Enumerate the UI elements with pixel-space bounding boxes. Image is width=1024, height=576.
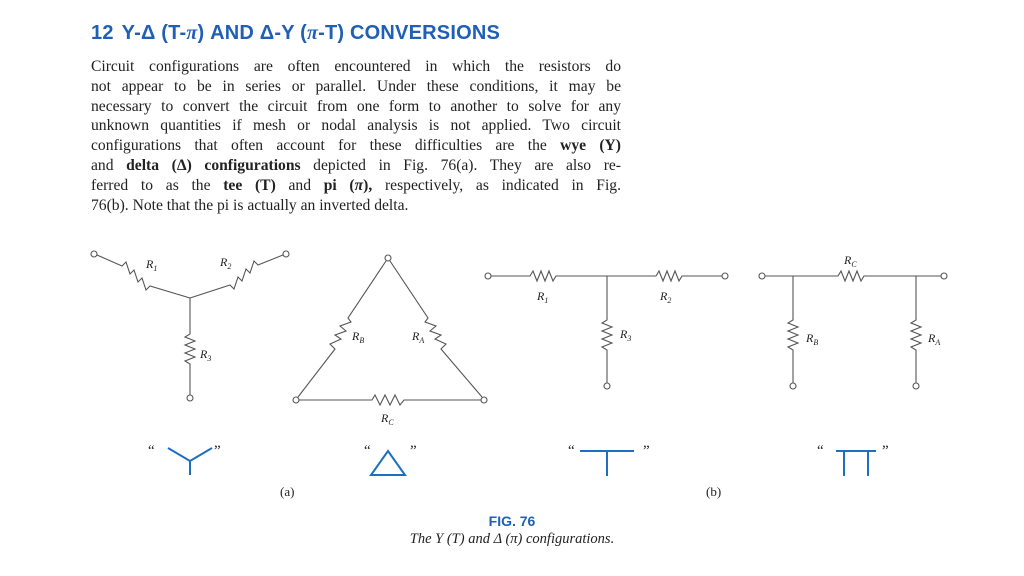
- subcaption-b: (b): [706, 484, 722, 499]
- title-fragment: Y-Δ (T-: [121, 22, 187, 44]
- terminal: [282, 250, 290, 258]
- open-quote: “: [148, 443, 155, 459]
- terminal: [940, 272, 948, 280]
- resistor-rc: [299, 393, 481, 407]
- text-run: configurations that often account for th…: [91, 137, 561, 155]
- title-fragment: ) AND Δ-Y (: [197, 22, 307, 44]
- open-quote: “: [364, 443, 371, 459]
- paragraph-line: ferred to as the tee (T) and pi (π), res…: [91, 176, 621, 196]
- terminal: [789, 382, 797, 390]
- terminal: [480, 396, 488, 404]
- open-quote: “: [568, 443, 575, 459]
- figure-label: FIG. 76: [488, 513, 536, 529]
- resistor-r2: [189, 254, 284, 299]
- pi-label-rb: RB: [805, 331, 818, 347]
- body-paragraph: Circuit configurations are often encount…: [91, 57, 621, 215]
- paragraph-line: 76(b). Note that the pi is actually an i…: [91, 196, 621, 216]
- title-fragment: -T) CONVERSIONS: [318, 22, 501, 44]
- resistor-ra: [909, 276, 923, 383]
- terminal: [186, 394, 194, 402]
- pi-label-rc: RC: [843, 253, 857, 269]
- section-title: Y-Δ (T-π) AND Δ-Y (π-T) CONVERSIONS: [122, 22, 500, 44]
- paragraph-line: not appear to be in series or parallel. …: [91, 77, 621, 97]
- paragraph-line: and delta (Δ) configurations depicted in…: [91, 156, 621, 176]
- paragraph-line: unknown quantities if mesh or nodal anal…: [91, 116, 621, 136]
- text-run: necessary to convert the circuit from on…: [91, 97, 621, 115]
- close-quote: ”: [214, 443, 221, 459]
- paragraph-line: Circuit configurations are often encount…: [91, 57, 621, 77]
- terminal: [758, 272, 766, 280]
- close-quote: ”: [643, 443, 650, 459]
- subcaption-a: (a): [280, 484, 295, 499]
- terminal: [292, 396, 300, 404]
- text-run: unknown quantities if mesh or nodal anal…: [91, 117, 621, 135]
- wye-symbol: [167, 447, 213, 463]
- wye-label-r2: R2: [219, 255, 231, 271]
- wye-label-r3: R3: [199, 347, 211, 363]
- top-wire-with-rc: [765, 269, 941, 283]
- bold-term: tee (T): [223, 176, 276, 194]
- section-number: 12: [91, 22, 114, 44]
- wye-label-r1: R1: [145, 257, 157, 273]
- terminal: [603, 382, 611, 390]
- figure-caption: The Y (T) and Δ (π) configurations.: [409, 531, 615, 547]
- close-quote: ”: [882, 443, 889, 459]
- text-run: depicted in Fig. 76(a). They are also re…: [300, 156, 621, 174]
- delta-label-rb: RB: [351, 329, 364, 345]
- terminal: [721, 272, 729, 280]
- text-run: respectively, as indicated in Fig.: [372, 176, 621, 194]
- paragraph-line: necessary to convert the circuit from on…: [91, 97, 621, 117]
- resistor-rb: [297, 260, 387, 398]
- tee-circuit: [484, 269, 729, 390]
- bold-term: delta (Δ) configurations: [126, 156, 301, 174]
- resistor-r3: [183, 298, 197, 395]
- resistor-ra: [389, 260, 483, 398]
- bold-term: ),: [363, 176, 373, 194]
- tee-label-r3: R3: [619, 327, 631, 343]
- delta-label-rc: RC: [380, 411, 394, 427]
- shape-symbols: [167, 447, 876, 476]
- resistor-r2: [607, 269, 722, 283]
- tee-label-r2: R2: [659, 289, 671, 305]
- wye-circuit: [90, 250, 290, 402]
- resistor-r1: [491, 269, 607, 283]
- tee-label-r1: R1: [536, 289, 548, 305]
- bold-term: wye (Y): [560, 137, 621, 155]
- terminal: [90, 250, 98, 258]
- close-quote: ”: [410, 443, 417, 459]
- text-run: Circuit configurations are often encount…: [91, 58, 621, 75]
- terminal: [484, 272, 492, 280]
- text-run: not appear to be in series or parallel. …: [91, 77, 621, 95]
- pi-circuit: [758, 269, 948, 390]
- pi-symbol-text: π: [307, 22, 319, 44]
- pi-symbol-text: π: [186, 22, 198, 44]
- text-run: ferred to as the: [91, 176, 224, 194]
- resistor-r3: [600, 276, 614, 383]
- terminal: [384, 254, 392, 262]
- paragraph-line: configurations that often account for th…: [91, 136, 621, 156]
- text-run: 76(b). Note that the pi is actually an i…: [91, 196, 409, 214]
- resistor-rb: [786, 276, 800, 383]
- text-run: and: [91, 156, 127, 174]
- delta-circuit: [292, 254, 488, 407]
- delta-symbol: [369, 449, 407, 476]
- text-run: and: [275, 176, 324, 194]
- open-quote: “: [817, 443, 824, 459]
- delta-label-ra: RA: [411, 329, 424, 345]
- bold-term: pi (: [323, 176, 355, 194]
- terminal: [912, 382, 920, 390]
- pi-label-ra: RA: [927, 331, 940, 347]
- resistor-r1: [96, 254, 191, 299]
- bold-term: π: [354, 176, 364, 194]
